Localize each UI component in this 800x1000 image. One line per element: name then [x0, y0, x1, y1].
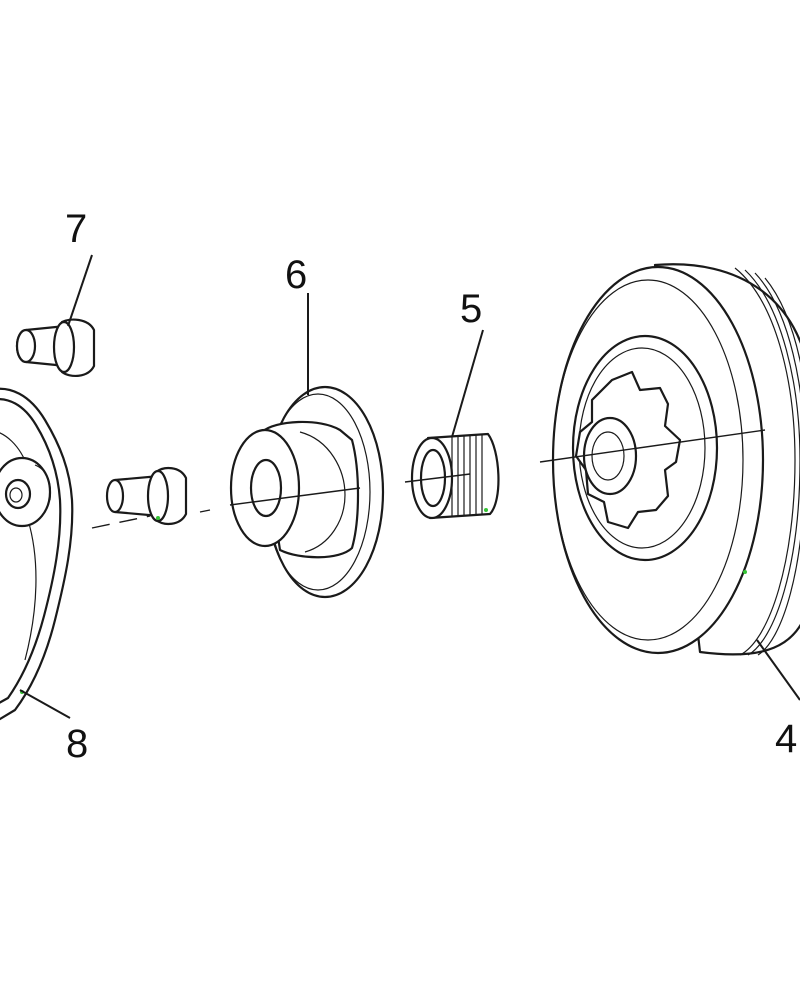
callout-4: 4: [775, 717, 797, 761]
leader-lines: [19, 254, 800, 719]
callout-7: 7: [65, 207, 87, 251]
callout-8: 8: [66, 722, 88, 766]
part-7-pin-lower: [105, 466, 188, 526]
part-6-washer: [229, 385, 385, 599]
part-8-cover: [0, 387, 74, 721]
callout-6: 6: [285, 253, 307, 297]
part-4-clutch-drum: [551, 263, 800, 656]
part-7-pin-upper: [15, 318, 96, 378]
callout-5: 5: [460, 287, 482, 331]
assembly-axis-line: [91, 429, 766, 529]
